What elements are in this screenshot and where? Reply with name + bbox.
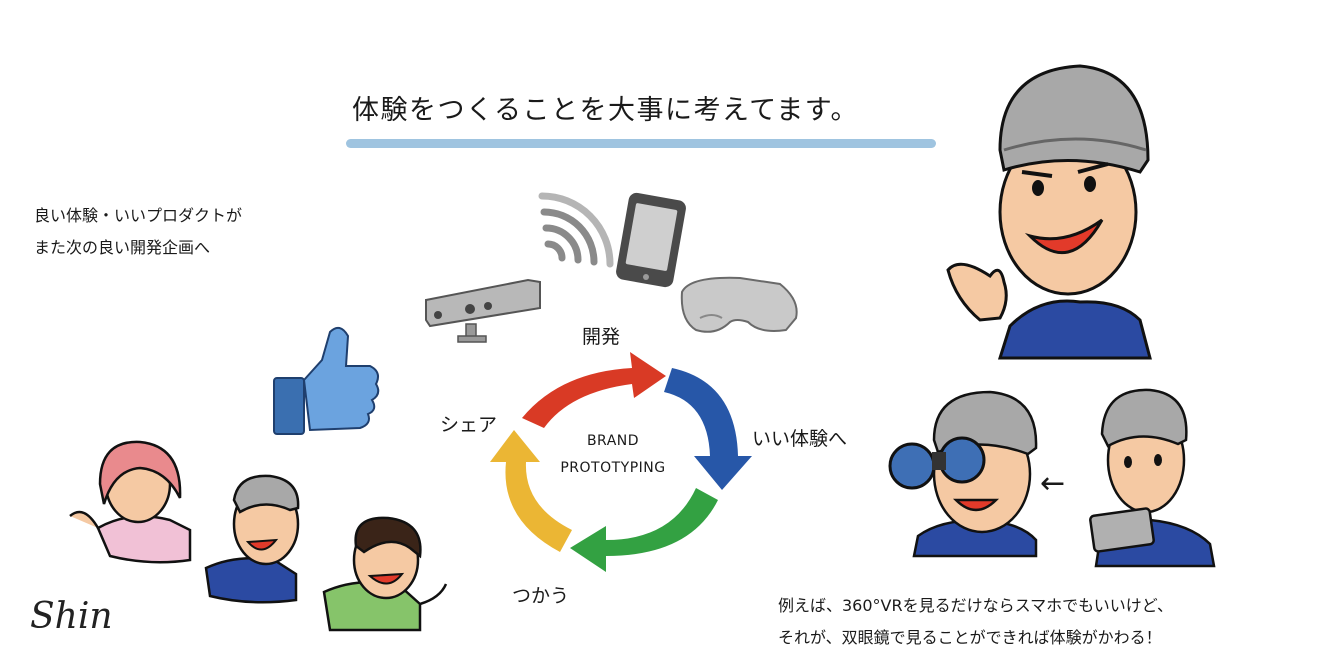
blue-arrow	[664, 368, 752, 490]
note-left-line2: また次の良い開発企画へ	[34, 238, 211, 257]
tablet-icon	[616, 192, 686, 288]
center-line1: BRAND	[586, 433, 640, 449]
cycle-label-share: シェア	[440, 414, 498, 436]
cycle-center-label: BRAND PROTOTYPING	[540, 428, 686, 482]
cycle-label-develop: 開発	[582, 326, 621, 348]
character-presenter	[946, 64, 1152, 360]
character-binoculars	[888, 390, 1038, 558]
red-arrow	[522, 352, 666, 428]
cycle-label-good-experience: いい体験へ	[752, 428, 848, 450]
wifi-icon	[538, 192, 614, 268]
note-left: 良い体験・いいプロダクトが また次の良い開発企画へ	[34, 200, 242, 264]
yellow-arrow	[490, 430, 572, 552]
depth-camera-icon	[425, 278, 541, 343]
signature: Shin	[30, 596, 113, 637]
character-tablet	[1089, 388, 1216, 568]
note-left-line1: 良い体験・いいプロダクトが	[34, 206, 243, 225]
thumbs-up-icon	[273, 326, 380, 435]
note-bottom: 例えば、360°VRを見るだけならスマホでもいいけど、 それが、双眼鏡で見ること…	[778, 590, 1173, 654]
green-arrow	[570, 488, 718, 572]
character-group	[69, 440, 448, 632]
note-bottom-line2: それが、双眼鏡で見ることができれば体験がかわる！	[778, 628, 1162, 647]
center-line2: PROTOTYPING	[560, 460, 666, 476]
vr-headset-icon	[680, 276, 798, 333]
cycle-label-use: つかう	[512, 585, 570, 607]
title-underline	[346, 139, 936, 148]
note-bottom-line1: 例えば、360°VRを見るだけならスマホでもいいけど、	[778, 596, 1174, 615]
left-arrow-icon: ←	[1040, 466, 1066, 501]
cycle-diagram	[490, 352, 752, 572]
page-title: 体験をつくることを大事に考えてます。	[352, 95, 860, 126]
